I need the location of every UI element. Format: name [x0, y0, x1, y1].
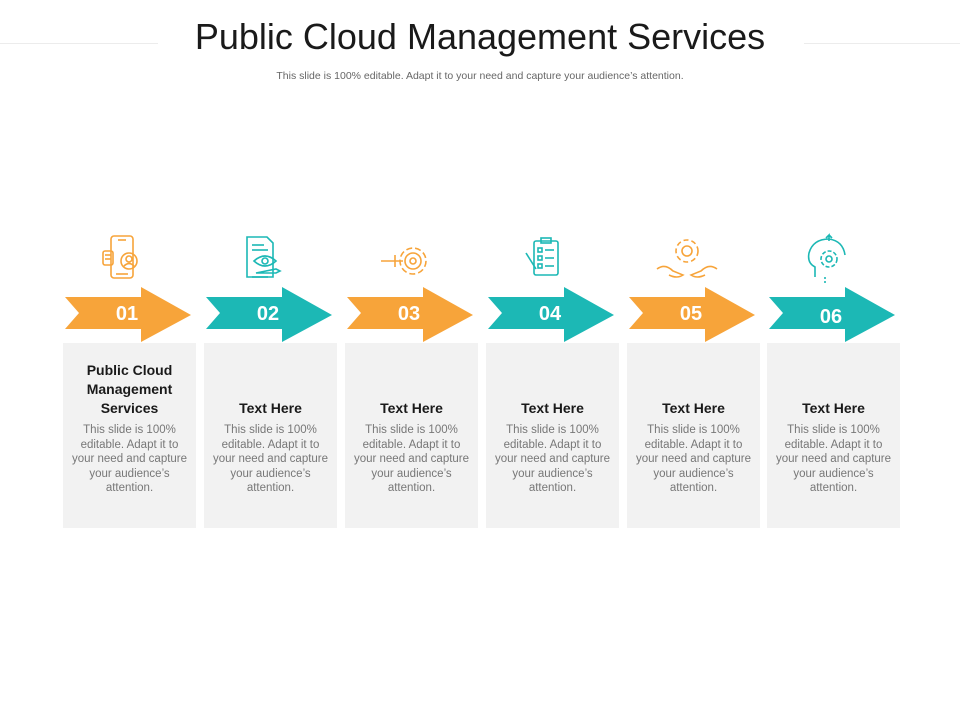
- page-title: Public Cloud Management Services: [194, 16, 766, 57]
- step-description: This slide is 100% editable. Adapt it to…: [212, 424, 329, 494]
- step-card: Text Here This slide is 100% editable. A…: [486, 343, 619, 528]
- step-arrow: [629, 287, 755, 342]
- document-eye-pen-icon: [232, 233, 296, 285]
- step-title: Text Here: [380, 400, 443, 416]
- step-description: This slide is 100% editable. Adapt it to…: [635, 424, 752, 494]
- step-card: Public Cloud Management Services This sl…: [63, 343, 196, 528]
- step-description: This slide is 100% editable. Adapt it to…: [353, 424, 470, 494]
- step-arrow: [65, 287, 191, 342]
- step-number: 04: [538, 303, 562, 325]
- step-title: Text Here: [521, 400, 584, 416]
- step-description: This slide is 100% editable. Adapt it to…: [71, 424, 188, 494]
- arrow-shape: [206, 287, 332, 342]
- step-5: 05 Text Here This slide is 100% editable…: [627, 225, 767, 530]
- checklist-clipboard-icon: [514, 233, 578, 285]
- gear-target-icon: [373, 233, 437, 285]
- step-6: 06 Text Here This slide is 100% editable…: [767, 225, 907, 530]
- smartphone-user-icon: [91, 233, 155, 285]
- step-2: 02 Text Here This slide is 100% editable…: [204, 225, 344, 530]
- step-3: 03 Text Here This slide is 100% editable…: [345, 225, 485, 530]
- arrow-shape: [629, 287, 755, 342]
- step-title: Public Cloud Management Services: [86, 362, 173, 416]
- step-arrow: [769, 287, 895, 342]
- step-1: 01 Public Cloud Management Services This…: [63, 225, 203, 530]
- step-card: Text Here This slide is 100% editable. A…: [204, 343, 337, 528]
- arrow-shape: [488, 287, 614, 342]
- hands-gear-icon: [655, 233, 719, 285]
- step-number: 05: [679, 303, 703, 325]
- step-title: Text Here: [239, 400, 302, 416]
- step-arrow: [488, 287, 614, 342]
- step-description: This slide is 100% editable. Adapt it to…: [775, 424, 892, 494]
- step-description: This slide is 100% editable. Adapt it to…: [494, 424, 611, 494]
- arrow-shape: [347, 287, 473, 342]
- head-gear-cycle-icon: [795, 233, 859, 285]
- title-rule-left: [0, 43, 158, 44]
- arrow-shape: [769, 287, 895, 342]
- step-number: 01: [115, 303, 139, 325]
- step-title: Text Here: [802, 400, 865, 416]
- step-4: 04 Text Here This slide is 100% editable…: [486, 225, 626, 530]
- step-card: Text Here This slide is 100% editable. A…: [627, 343, 760, 528]
- step-arrow: [347, 287, 473, 342]
- step-number: 03: [397, 303, 421, 325]
- step-number: 06: [819, 306, 843, 328]
- step-title: Text Here: [662, 400, 725, 416]
- step-number: 02: [256, 303, 280, 325]
- step-arrow: [206, 287, 332, 342]
- step-card: Text Here This slide is 100% editable. A…: [345, 343, 478, 528]
- arrow-shape: [65, 287, 191, 342]
- title-rule-right: [804, 43, 960, 44]
- step-card: Text Here This slide is 100% editable. A…: [767, 343, 900, 528]
- page-subtitle: This slide is 100% editable. Adapt it to…: [276, 70, 684, 82]
